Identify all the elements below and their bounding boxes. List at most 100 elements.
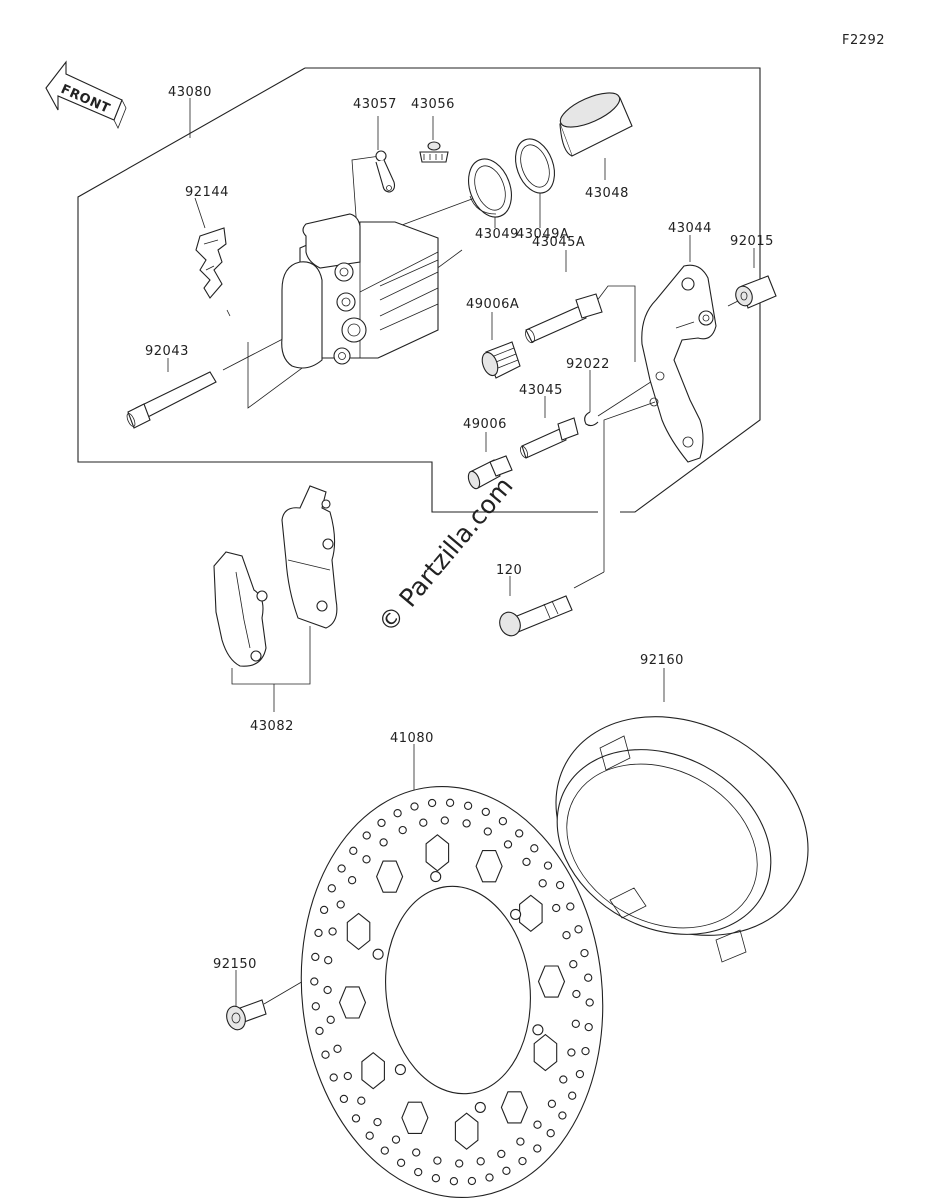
disc-drill-hole <box>343 1071 352 1081</box>
label-43082: 43082 <box>250 719 294 734</box>
disc-drill-hole <box>419 818 428 827</box>
disc-drill-hole <box>365 1131 374 1140</box>
part-labels: 43080 43057 43056 43048 92144 43049 4304… <box>145 85 773 972</box>
disc-drill-hole <box>547 1099 557 1108</box>
disc-drill-hole <box>584 1022 593 1032</box>
disc-drill-hole <box>571 1019 580 1028</box>
disc-drill-hole <box>546 1129 555 1138</box>
slide-pin-43045 <box>520 417 579 459</box>
disc-drill-hole <box>393 809 402 818</box>
disc-drill-hole <box>311 1002 320 1011</box>
disc-drill-hole <box>326 1015 335 1024</box>
disc-bolt-92150 <box>226 999 267 1031</box>
disc-guard-92160 <box>555 716 809 963</box>
disc-drill-hole <box>314 928 323 938</box>
slide-pin-43045A <box>525 293 603 344</box>
disc-drill-hole <box>412 1148 421 1157</box>
bleeder-valve-43056 <box>419 141 449 163</box>
disc-drill-hole <box>351 1114 361 1123</box>
label-49006: 49006 <box>463 417 507 432</box>
disc-drill-hole <box>574 925 583 934</box>
front-arrow-icon: FRONT <box>45 60 127 129</box>
disc-drill-hole <box>445 798 455 807</box>
disc-cutout <box>454 1112 479 1150</box>
disc-drill-hole <box>533 1144 542 1153</box>
disc-drill-hole <box>336 900 345 909</box>
dust-seal-43049A <box>515 138 555 194</box>
disc-drill-hole <box>497 1149 506 1159</box>
disc-drill-hole <box>476 1157 485 1166</box>
label-41080: 41080 <box>390 731 434 746</box>
disc-drill-hole <box>518 1156 527 1166</box>
disc-mount-hole <box>510 908 522 920</box>
piston-43048 <box>559 92 633 157</box>
disc-drill-hole <box>380 1146 389 1155</box>
disc-drill-hole <box>311 952 320 962</box>
disc-mount-hole <box>372 948 384 960</box>
disc-drill-hole <box>498 817 508 826</box>
disc-drill-hole <box>585 998 594 1007</box>
disc-drill-hole <box>362 831 371 840</box>
disc-drill-hole <box>562 931 571 940</box>
boot-49006A <box>481 341 521 379</box>
bleeder-clip-43057 <box>375 150 396 193</box>
disc-drill-hole <box>455 1159 464 1168</box>
figure-code: F2292 <box>842 33 885 48</box>
disc-drill-hole <box>327 884 336 893</box>
label-92144: 92144 <box>185 185 229 200</box>
disc-mount-hole <box>394 1064 406 1076</box>
disc-drill-hole <box>324 956 333 965</box>
disc-drill-hole <box>530 844 539 853</box>
disc-drill-hole <box>555 880 565 890</box>
circlip-92022 <box>584 411 599 427</box>
disc-drill-hole <box>321 1050 330 1059</box>
disc-drill-hole <box>515 829 524 838</box>
disc-drill-hole <box>431 1174 441 1183</box>
disc-drill-hole <box>572 989 581 999</box>
bolt-120 <box>499 595 573 637</box>
label-43048: 43048 <box>585 186 629 201</box>
disc-drill-hole <box>516 1137 525 1146</box>
disc-cutout <box>338 986 367 1019</box>
collar-92015 <box>735 275 777 309</box>
disc-mount-hole <box>474 1101 486 1113</box>
disc-drill-hole <box>329 1073 338 1082</box>
disc-drill-hole <box>379 838 388 847</box>
label-92043: 92043 <box>145 344 189 359</box>
disc-drill-hole <box>463 801 473 810</box>
disc-drill-hole <box>396 1158 406 1167</box>
disc-drill-hole <box>357 1096 366 1105</box>
disc-drill-hole <box>581 1046 590 1056</box>
disc-drill-hole <box>569 960 578 969</box>
disc-drill-hole <box>566 902 575 911</box>
disc-drill-hole <box>567 1048 576 1057</box>
disc-drill-hole <box>328 927 337 936</box>
disc-drill-hole <box>538 879 547 888</box>
disc-drill-hole <box>462 819 471 828</box>
disc-drill-hole <box>410 802 419 811</box>
disc-drill-hole <box>349 846 358 855</box>
disc-drill-hole <box>377 818 386 828</box>
disc-drill-hole <box>559 1075 568 1084</box>
disc-cutout <box>475 850 503 883</box>
label-49006A: 49006A <box>466 297 519 312</box>
disc-cutout <box>361 1051 385 1090</box>
disc-drill-hole <box>502 1166 511 1175</box>
disc-drill-hole <box>522 857 531 867</box>
label-43080: 43080 <box>168 85 212 100</box>
label-92022: 92022 <box>566 357 610 372</box>
disc-drill-hole <box>543 861 553 870</box>
disc-drill-hole <box>319 905 329 915</box>
disc-drill-hole <box>533 1120 542 1129</box>
disc-drill-hole <box>362 855 371 864</box>
label-43057: 43057 <box>353 97 397 112</box>
caliper-bracket-43044 <box>641 264 717 463</box>
disc-drill-hole <box>391 1135 401 1144</box>
pad-pin-92043 <box>126 371 217 429</box>
label-92150: 92150 <box>213 957 257 972</box>
disc-drill-hole <box>373 1117 382 1127</box>
label-92160: 92160 <box>640 653 684 668</box>
disc-drill-hole <box>440 816 449 825</box>
label-120: 120 <box>496 563 522 578</box>
